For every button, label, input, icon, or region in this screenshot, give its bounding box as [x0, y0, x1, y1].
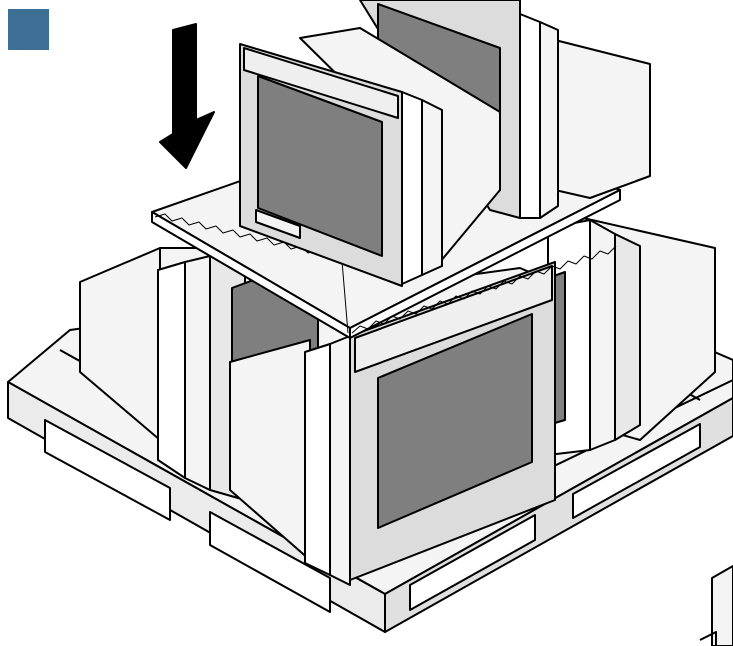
down-arrow-icon — [159, 23, 215, 169]
pallet-slot — [44, 419, 171, 521]
cardboard-edge-right — [349, 189, 621, 339]
pallet-slot — [572, 423, 701, 519]
pallet-slot — [209, 511, 331, 613]
pallet-slot — [409, 514, 536, 611]
monitor-screen — [377, 313, 533, 529]
monitor-screen — [257, 75, 383, 257]
monitor-bottom-right — [547, 214, 716, 456]
next-pallet-edge — [699, 565, 733, 646]
monitor-bottom-front — [229, 261, 556, 586]
monitor-top-front — [239, 27, 501, 287]
step-number-badge — [8, 9, 49, 50]
